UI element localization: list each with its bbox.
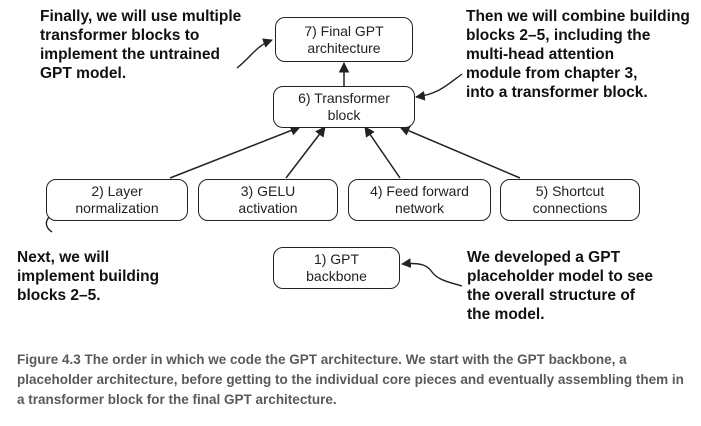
figure-caption: Figure 4.3 The order in which we code th… [17, 352, 684, 407]
note-building-blocks: Next, we will implement building blocks … [17, 249, 160, 304]
node-shortcut-connections: 5) Shortcut connections [500, 179, 640, 221]
arrow-feed-forward-to-transformer [364, 126, 401, 179]
node-final-gpt: 7) Final GPT architecture [275, 17, 413, 62]
node-feed-forward-network: 4) Feed forward network [348, 179, 491, 221]
callout-top-left [236, 38, 273, 69]
node-transformer-block: 6) Transformer block [273, 86, 415, 128]
arrow-layer-norm-to-transformer [169, 125, 301, 179]
node-gelu-activation: 3) GELU activation [198, 179, 338, 221]
arrow-shortcut-to-transformer [399, 125, 521, 179]
note-transformer-block: Then we will combine building blocks 2–5… [466, 8, 690, 101]
note-gpt-backbone: We developed a GPT placeholder model to … [467, 249, 654, 323]
callout-top-right [415, 73, 463, 101]
node-layer-normalization: 2) Layer normalization [46, 179, 188, 221]
node-gpt-backbone: 1) GPT backbone [273, 247, 400, 289]
note-final-gpt: Finally, we will use multiple transforme… [40, 8, 242, 82]
arrow-gelu-to-transformer [285, 126, 326, 179]
callout-bottom-right [401, 258, 463, 287]
